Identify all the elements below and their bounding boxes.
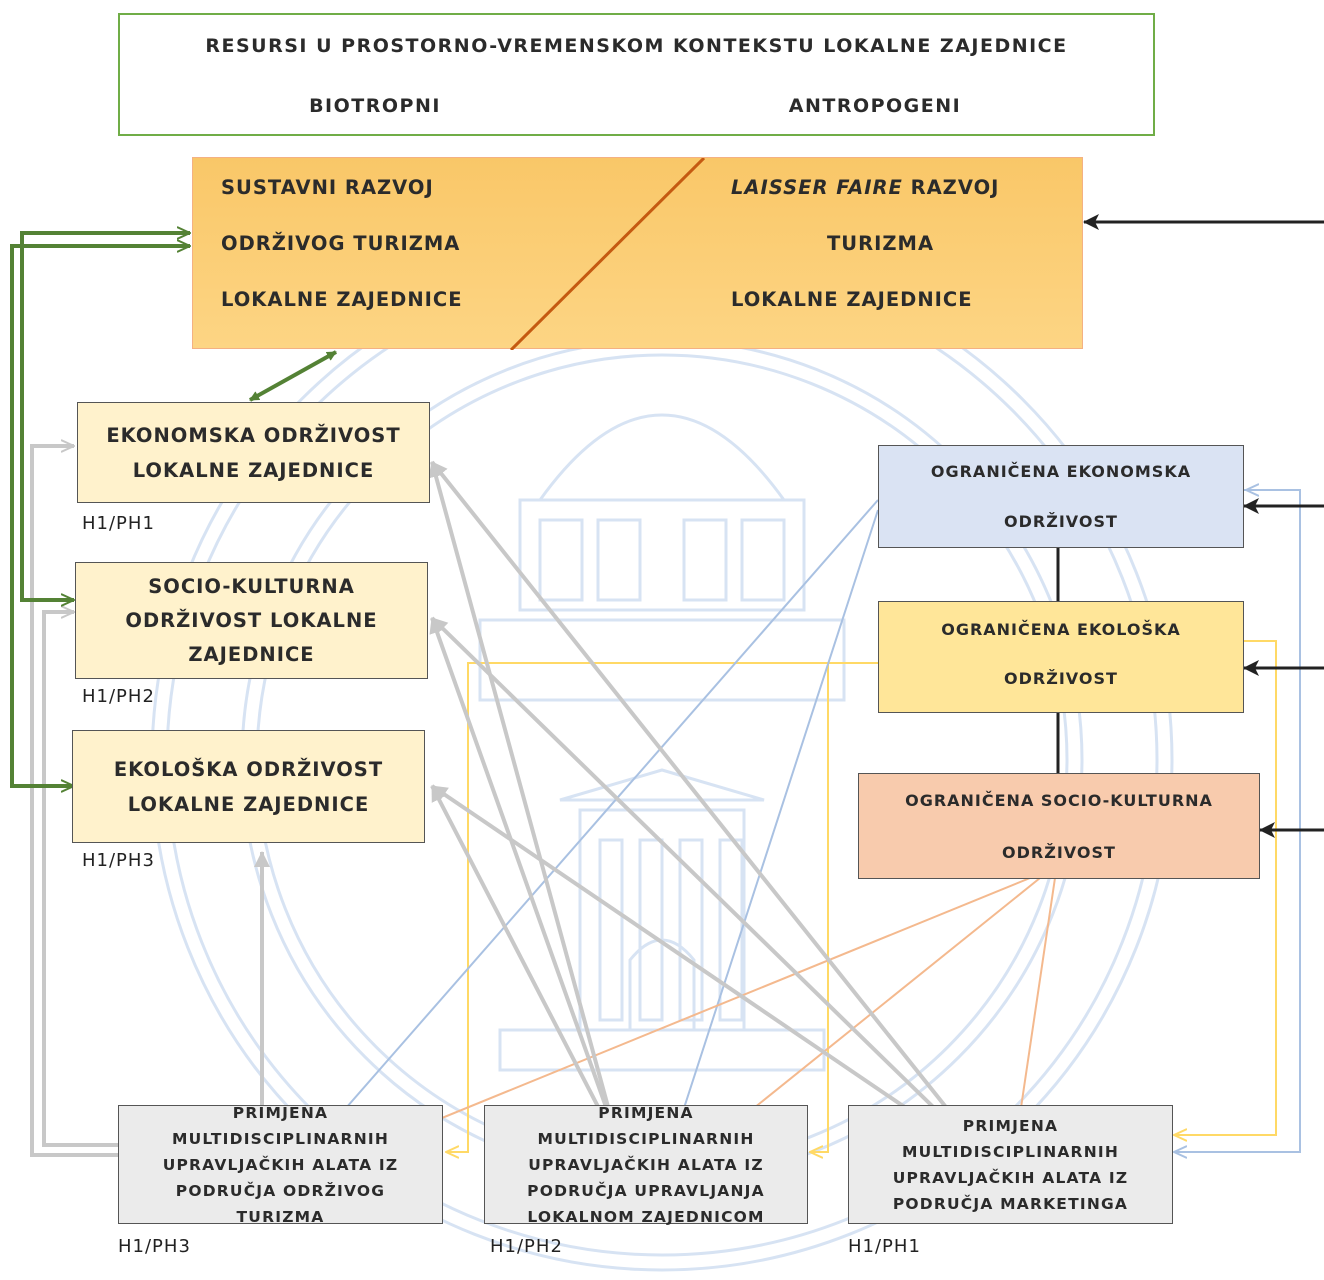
development-links (10, 233, 337, 786)
systematic-line-2: ODRŽIVOG TURIZMA (221, 232, 461, 255)
tool1-line-1: PRIMJENA (232, 1103, 329, 1122)
tools-community-management-box: PRIMJENA MULTIDISCIPLINARNIH UPRAVLJAČKI… (484, 1104, 808, 1226)
tool1-caption: H1/PH3 (118, 1236, 191, 1257)
limited-socio-line-1: OGRANIČENA SOCIO-KULTURNA (905, 791, 1213, 810)
economic-sustainability-box: EKONOMSKA ODRŽIVOST LOKALNE ZAJEDNICE (77, 402, 430, 503)
tool1-line-5: TURIZMA (236, 1207, 325, 1226)
laisser-line-2: TURIZMA (827, 232, 935, 255)
laisser-rest: RAZVOJ (902, 176, 1000, 199)
ecological-feedback-lines (446, 640, 1277, 1152)
economic-line-1: EKONOMSKA ODRŽIVOST (106, 423, 401, 447)
external-influence-arrows (1083, 214, 1324, 838)
biotropni-label: BIOTROPNI (309, 95, 441, 117)
tool2-line-1: PRIMJENA (598, 1103, 694, 1122)
economic-line-2: LOKALNE ZAJEDNICE (132, 458, 375, 482)
limited-ecological-line-1: OGRANIČENA EKOLOŠKA (941, 620, 1181, 639)
tool1-line-2: MULTIDISCIPLINARNIH (171, 1129, 390, 1148)
socio-cultural-sustainability-box: SOCIO-KULTURNA ODRŽIVOST LOKALNE ZAJEDNI… (75, 562, 428, 679)
socio-line-2: ODRŽIVOST LOKALNE (125, 608, 378, 632)
limited-ecological-box: OGRANIČENA EKOLOŠKA ODRŽIVOST (878, 601, 1244, 713)
tool3-line-1: PRIMJENA (962, 1116, 1059, 1135)
socio-caption: H1/PH2 (82, 686, 155, 707)
limited-economic-line-1: OGRANIČENA EKONOMSKA (930, 462, 1192, 481)
tool2-line-4: PODRUČJA UPRAVLJANJA (527, 1181, 765, 1200)
economic-caption: H1/PH1 (82, 513, 155, 534)
development-divider (509, 158, 706, 350)
laisser-faire-italic: LAISSER FAIRE (731, 176, 903, 199)
resources-title: RESURSI U PROSTORNO-VREMENSKOM KONTEKSTU… (205, 35, 1068, 57)
limited-ecological-line-2: ODRŽIVOST (1004, 669, 1118, 688)
development-box: SUSTAVNI RAZVOJ ODRŽIVOG TURIZMA LOKALNE… (192, 157, 1083, 350)
limited-socio-cultural-box: OGRANIČENA SOCIO-KULTURNA ODRŽIVOST (858, 773, 1260, 879)
limited-economic-box: OGRANIČENA EKONOMSKA ODRŽIVOST (878, 445, 1244, 548)
tool1-line-4: PODRUČJA ODRŽIVOG (175, 1181, 386, 1200)
ecological-caption: H1/PH3 (82, 850, 155, 871)
economic-limit-lines (282, 490, 1301, 1183)
socio-line-3: ZAJEDNICE (188, 642, 315, 666)
tool2-line-3: UPRAVLJAČKIH ALATA IZ (528, 1155, 764, 1174)
tool3-line-3: UPRAVLJAČKIH ALATA IZ (892, 1168, 1129, 1187)
tool1-line-3: UPRAVLJAČKIH ALATA IZ (162, 1155, 399, 1174)
tool3-line-2: MULTIDISCIPLINARNIH (901, 1142, 1120, 1161)
ecological-line-2: LOKALNE ZAJEDNICE (127, 792, 370, 816)
antropogeni-label: ANTROPOGENI (788, 95, 962, 117)
systematic-line-1: SUSTAVNI RAZVOJ (221, 176, 434, 199)
resources-box: RESURSI U PROSTORNO-VREMENSKOM KONTEKSTU… (118, 13, 1155, 136)
laisser-line-3: LOKALNE ZAJEDNICE (731, 288, 973, 311)
limited-economic-line-2: ODRŽIVOST (1004, 512, 1118, 531)
ecological-sustainability-box: EKOLOŠKA ODRŽIVOST LOKALNE ZAJEDNICE (72, 730, 425, 843)
tool2-caption: H1/PH2 (490, 1236, 563, 1257)
systematic-line-3: LOKALNE ZAJEDNICE (221, 288, 463, 311)
tool3-caption: H1/PH1 (848, 1236, 921, 1257)
socio-line-1: SOCIO-KULTURNA (148, 574, 355, 598)
tool2-line-2: MULTIDISCIPLINARNIH (537, 1129, 755, 1148)
tool2-line-5: LOKALNOM ZAJEDNICOM (527, 1207, 765, 1226)
tools-marketing-box: PRIMJENA MULTIDISCIPLINARNIH UPRAVLJAČKI… (848, 1105, 1173, 1224)
ecological-line-1: EKOLOŠKA ODRŽIVOST (113, 757, 384, 781)
tool3-line-4: PODRUČJA MARKETINGA (892, 1194, 1129, 1213)
tools-sustainable-tourism-box: PRIMJENA MULTIDISCIPLINARNIH UPRAVLJAČKI… (118, 1104, 443, 1226)
laisser-line-1: LAISSER FAIRE RAZVOJ (731, 176, 999, 199)
limited-socio-line-2: ODRŽIVOST (1002, 843, 1116, 862)
